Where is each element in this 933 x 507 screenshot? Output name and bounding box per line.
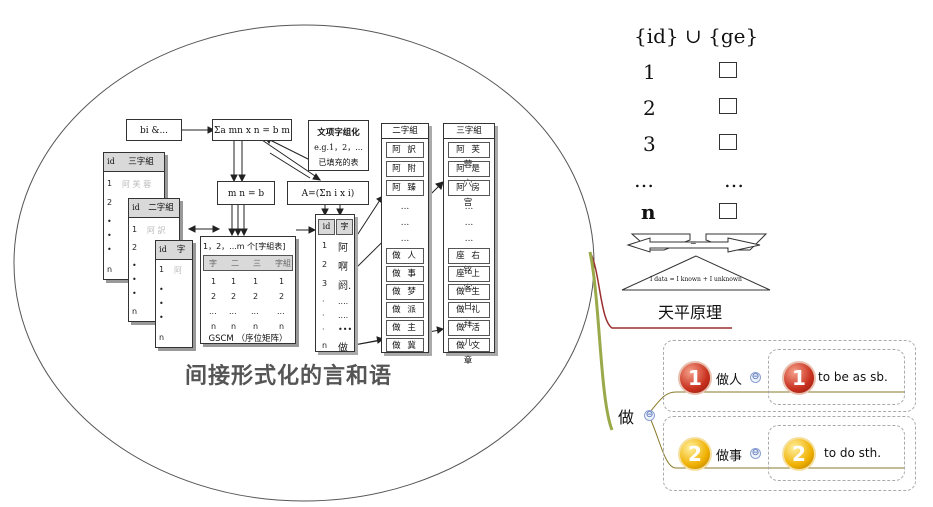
set-row-ellipsis: … [634, 168, 654, 192]
branch-1-collapse-icon[interactable]: ⊖ [750, 372, 761, 383]
stack-table-zi: id 字 1 阿 • • • n [155, 240, 193, 348]
badge-1-translation-icon: 1 [782, 361, 816, 395]
branch-1-label[interactable]: 做人 [716, 373, 743, 388]
box-mn: m n = b [217, 181, 275, 205]
box-bi: bi &... [126, 119, 182, 141]
set-checkbox-n[interactable] [719, 203, 737, 219]
box-wen: 文项字组化 e.g.1，2，... 已填充的表 [308, 120, 369, 171]
box-sum: Σa mn x n = b m [212, 119, 292, 141]
badge-1-icon: 1 [678, 361, 712, 395]
set-checkbox-2[interactable] [719, 98, 737, 114]
mindmap-group-2 [663, 416, 916, 491]
set-row-n: n [641, 200, 656, 224]
id-zi-column: id 字 1 阿 2 啊 3 阏. · .... · .... · ••• n … [315, 214, 355, 354]
set-row-1: 1 [643, 60, 656, 84]
branch-line-1 [649, 391, 760, 413]
set-header: {id} ∪ {ge} [634, 24, 759, 48]
set-right-ellipsis: … [724, 168, 744, 192]
branch-line-principle [589, 251, 732, 329]
translation-1[interactable]: to be as sb. [818, 370, 888, 384]
set-row-2: 2 [643, 96, 656, 120]
balance-graphic [621, 233, 771, 291]
ellipse-caption: 间接形式化的言和语 [185, 364, 393, 389]
san-zi-column: 三字組 阿 芙 蓉 阿 是 穴 阿 房 宫 ... ... ... 座 右 铭 … [443, 123, 495, 366]
translation-box-1 [768, 349, 905, 405]
translation-2[interactable]: to do sth. [824, 446, 882, 460]
translation-box-2 [768, 425, 905, 481]
sum-formula: Σa mn x n = b m [214, 126, 290, 136]
branch-line-2 [649, 417, 760, 469]
er-zi-column: 二字組 阿 訳 阿 附 阿 臻 ... ... ... 做 人 做 事 做 梦 … [381, 123, 429, 353]
badge-2-translation-icon: 2 [782, 437, 816, 471]
badge-2-icon: 2 [678, 437, 712, 471]
box-A: A=(Σn i x i) [287, 181, 369, 205]
balance-formula: I data = I known + I unknown [650, 276, 742, 283]
mindmap-group-1 [663, 340, 916, 412]
set-row-3: 3 [643, 132, 656, 156]
principle-label: 天平原理 [658, 303, 723, 322]
gscm-caption: GSCM （序位矩阵） [208, 334, 288, 344]
gscm-table: 1，2，...m 个[字組表] 字 二 三 字組 1 1 1 1 2 2 2 2… [200, 236, 296, 344]
mindmap-root[interactable]: 做 [618, 408, 635, 427]
balance-arrow-label: = [690, 238, 697, 247]
set-checkbox-1[interactable] [719, 62, 737, 78]
branch-line-root [588, 251, 614, 431]
main-ellipse [13, 24, 595, 502]
set-checkbox-3[interactable] [719, 134, 737, 150]
root-collapse-icon[interactable]: ⊖ [644, 410, 655, 421]
branch-2-label[interactable]: 做事 [716, 449, 743, 464]
branch-2-collapse-icon[interactable]: ⊖ [750, 448, 761, 459]
